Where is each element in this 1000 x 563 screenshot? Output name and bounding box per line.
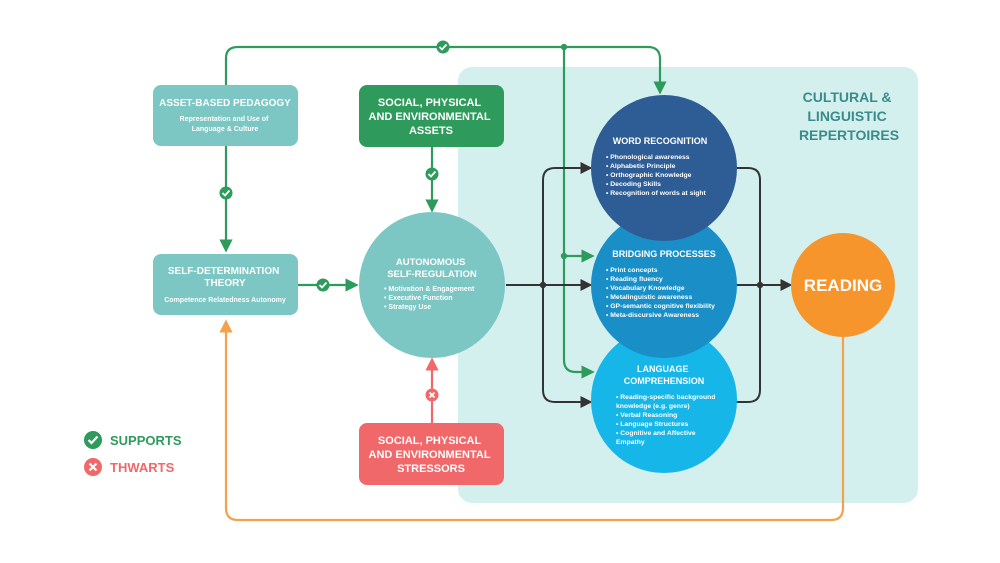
thwarts-legend-label: THWARTS [110, 460, 175, 475]
supports-marker [316, 278, 330, 292]
node-title: SOCIAL, PHYSICAL AND ENVIRONMENTAL ASSET… [369, 97, 494, 137]
supports-marker [425, 167, 439, 181]
node-items: • Phonological awareness • Alphabetic Pr… [606, 154, 707, 197]
node-subtitle: Competence Relatedness Autonomy [164, 297, 286, 304]
node-title: SOCIAL, PHYSICAL AND ENVIRONMENTAL STRES… [369, 435, 494, 475]
node-items: • Print concepts • Reading fluency • Voc… [606, 267, 717, 319]
node-subtitle: Representation and Use of Language & Cul… [180, 116, 271, 133]
junction-dot [539, 281, 547, 289]
thwarts-marker [425, 388, 439, 402]
region-label: CULTURAL & LINGUISTIC REPERTOIRES [799, 89, 899, 143]
word-recognition-node: WORD RECOGNITION • Phonological awarenes… [591, 95, 737, 241]
node-title: AUTONOMOUS SELF-REGULATION [387, 257, 477, 280]
thwarts-legend-icon [84, 458, 102, 476]
environmental-assets-node: SOCIAL, PHYSICAL AND ENVIRONMENTAL ASSET… [359, 85, 504, 147]
node-items: • Motivation & Engagement • Executive Fu… [384, 286, 476, 311]
regulation-to-word-line [542, 162, 593, 285]
supports-legend-icon [84, 431, 102, 449]
node-items: • Reading-specific background knowledge … [616, 394, 717, 446]
self-determination-node: SELF-DETERMINATION THEORY Competence Rel… [153, 254, 298, 315]
asset-based-pedagogy-node: ASSET-BASED PEDAGOGY Representation and … [153, 85, 298, 146]
language-comprehension-node: LANGUAGE COMPREHENSION • Reading-specifi… [591, 327, 737, 473]
reading-feedback-line [219, 319, 845, 522]
reading-node: READING [791, 233, 895, 337]
legend: SUPPORTS THWARTS [84, 431, 182, 476]
junction-dot [560, 252, 568, 260]
environmental-stressors-node: SOCIAL, PHYSICAL AND ENVIRONMENTAL STRES… [359, 423, 504, 485]
supports-marker [436, 40, 450, 54]
node-title: ASSET-BASED PEDAGOGY [159, 98, 291, 109]
junction-dot [756, 281, 764, 289]
regulation-to-language-line [542, 285, 593, 408]
supports-marker [219, 186, 233, 200]
pedagogy-to-language-line [562, 47, 595, 379]
node-title: SELF-DETERMINATION THEORY [168, 266, 282, 289]
node-title: READING [804, 276, 882, 295]
node-title: WORD RECOGNITION [613, 136, 708, 146]
node-title: BRIDGING PROCESSES [612, 249, 716, 259]
supports-legend-label: SUPPORTS [110, 433, 182, 448]
junction-dot [560, 43, 568, 51]
node-title: LANGUAGE COMPREHENSION [624, 364, 705, 386]
self-regulation-node: AUTONOMOUS SELF-REGULATION • Motivation … [359, 212, 505, 358]
bridging-processes-node: BRIDGING PROCESSES • Print concepts • Re… [591, 212, 737, 358]
